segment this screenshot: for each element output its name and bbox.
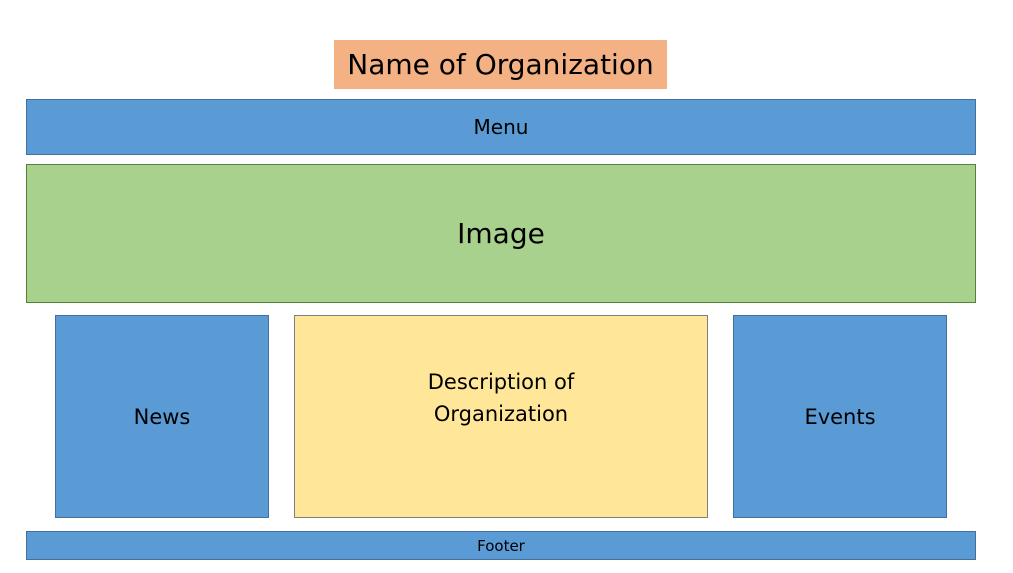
menu-box: Menu: [26, 99, 976, 155]
organization-name-label: Name of Organization: [347, 48, 654, 81]
news-label: News: [133, 404, 191, 429]
news-box: News: [55, 315, 269, 518]
menu-label: Menu: [473, 115, 529, 139]
description-label: Description of Organization: [427, 370, 575, 426]
image-box: Image: [26, 164, 976, 303]
description-box: Description of Organization: [294, 315, 708, 518]
organization-name-box: Name of Organization: [334, 40, 667, 89]
events-box: Events: [733, 315, 947, 518]
footer-box: Footer: [26, 531, 976, 560]
image-label: Image: [457, 217, 545, 250]
footer-label: Footer: [477, 536, 525, 555]
events-label: Events: [804, 404, 876, 429]
